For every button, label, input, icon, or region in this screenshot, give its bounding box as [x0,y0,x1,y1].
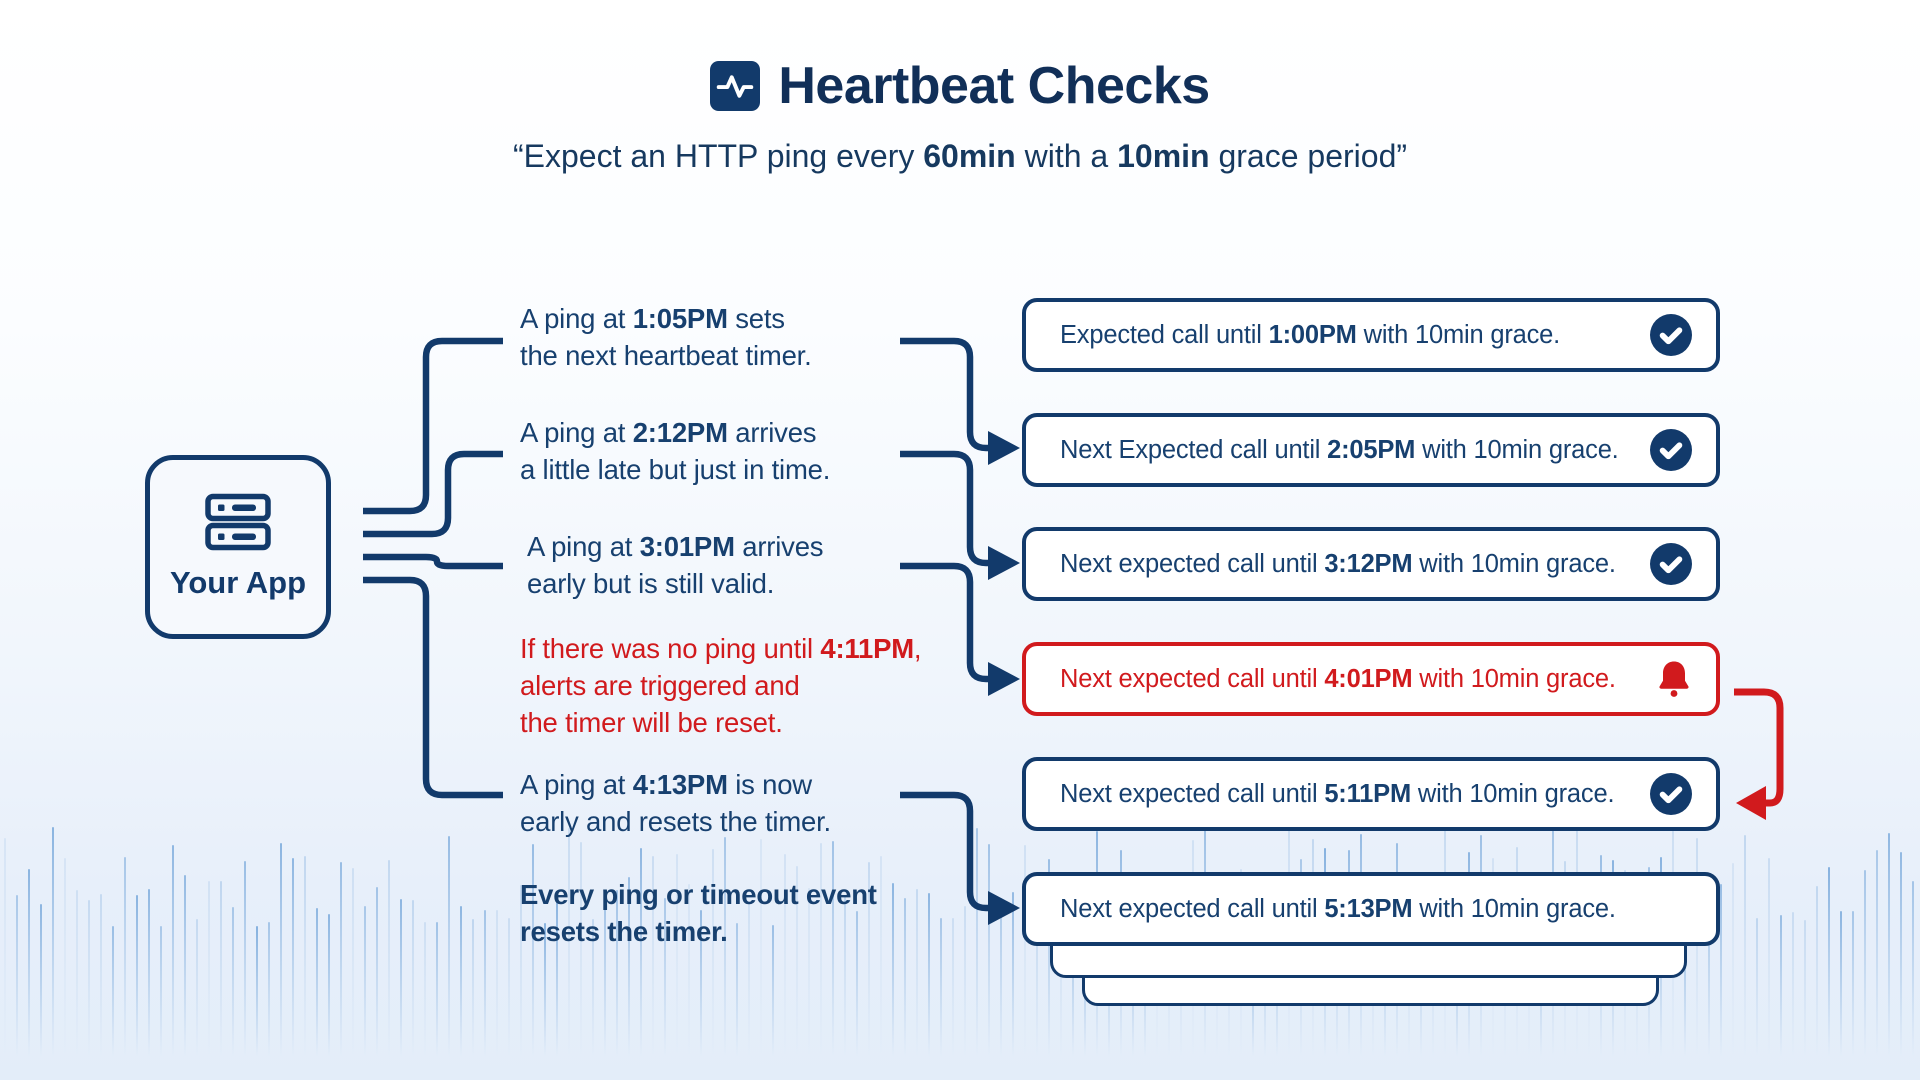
page-subtitle: “Expect an HTTP ping every 60min with a … [512,138,1408,174]
status-box-label: Next expected call until 5:13PM with 10m… [1060,894,1616,923]
connector-annotation-5-to-box-6 [900,791,990,912]
check-circle-icon [1650,543,1692,585]
annotation-line: A ping at 1:05PM sets [520,303,785,334]
status-box-205pm: Next Expected call until 2:05PM with 10m… [1022,413,1720,487]
annotation-line: resets the timer. [520,916,728,947]
status-box-label: Next expected call until 3:12PM with 10m… [1060,549,1616,578]
annotation-line: If there was no ping until 4:11PM, [520,633,922,664]
status-box-label: Next expected call until 5:11PM with 10m… [1060,779,1615,808]
annotation-ping-212: A ping at 2:12PM arrives a little late b… [520,414,830,488]
annotation-line: Every ping or timeout event [520,879,877,910]
connector-app-to-annotation-1 [363,337,503,515]
arrowhead-box-4 [988,662,1020,696]
status-box-312pm: Next expected call until 3:12PM with 10m… [1022,527,1720,601]
annotation-line: a little late but just in time. [520,454,831,485]
connector-app-to-annotation-2 [363,450,503,538]
annotation-line: the next heartbeat timer. [520,340,812,371]
status-box-513pm: Next expected call until 5:13PM with 10m… [1022,872,1720,946]
status-box-label: Next Expected call until 2:05PM with 10m… [1060,435,1619,464]
status-box-label: Next expected call until 4:01PM with 10m… [1060,664,1616,693]
check-circle-icon [1650,314,1692,356]
activity-icon [710,61,761,111]
annotation-ping-413: A ping at 4:13PM is now early and resets… [520,766,831,840]
annotation-line: early and resets the timer. [520,806,831,837]
arrowhead-box-6 [988,891,1020,925]
your-app-label: Your App [169,565,307,600]
connector-annotation-1-to-box-2 [900,337,990,452]
server-icon [205,493,271,551]
connector-timeout-loop [1734,688,1784,807]
annotation-reset-rule: Every ping or timeout event resets the t… [520,876,877,950]
connector-app-to-annotation-5 [363,576,503,799]
annotation-line: alerts are triggered and [520,670,800,701]
your-app-box: Your App [145,455,331,639]
connector-app-to-annotation-3 [363,553,503,570]
annotation-line: early but is still valid. [527,568,775,599]
arrowhead-box-3 [988,546,1020,580]
status-box-401pm-alert: Next expected call until 4:01PM with 10m… [1022,642,1720,716]
page-title: Heartbeat Checks [778,57,1210,115]
annotation-ping-301: A ping at 3:01PM arrives early but is st… [527,528,824,602]
annotation-line: A ping at 4:13PM is now [520,769,812,800]
connector-annotation-2-to-box-3 [900,450,990,567]
arrowhead-timeout-box-5 [1736,786,1766,820]
annotation-ping-105: A ping at 1:05PM sets the next heartbeat… [520,300,812,374]
check-circle-icon [1650,773,1692,815]
annotation-line: the timer will be reset. [520,707,783,738]
bell-icon [1656,659,1692,699]
page-header: Heartbeat Checks [0,56,1920,116]
annotation-line: A ping at 3:01PM arrives [527,531,824,562]
arrowhead-box-2 [988,431,1020,465]
annotation-timeout-411: If there was no ping until 4:11PM, alert… [520,630,922,741]
status-box-511pm: Next expected call until 5:11PM with 10m… [1022,757,1720,831]
status-box-label: Expected call until 1:00PM with 10min gr… [1060,320,1561,349]
status-box-100pm: Expected call until 1:00PM with 10min gr… [1022,298,1720,372]
check-circle-icon [1650,429,1692,471]
annotation-line: A ping at 2:12PM arrives [520,417,817,448]
